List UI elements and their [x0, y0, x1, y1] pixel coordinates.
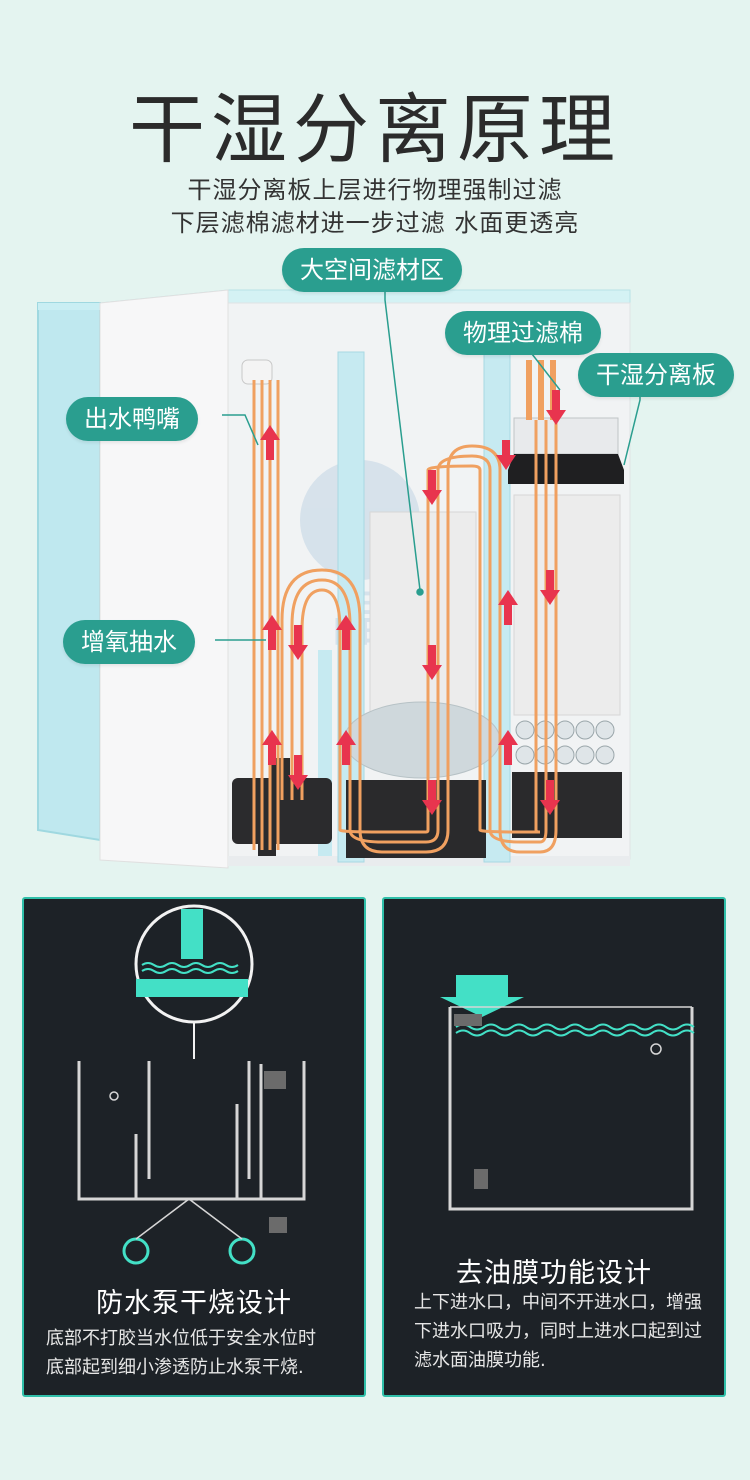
feature-left-desc-1: 底部不打胶当水位低于安全水位时	[46, 1328, 316, 1349]
label-large-media-area: 大空间滤材区	[282, 248, 462, 292]
label-physical-filter-cotton: 物理过滤棉	[445, 311, 601, 355]
feature-panel-dry-burn: 防水泵干烧设计 底部不打胶当水位低于安全水位时 底部起到细小渗透防止水泵干烧.	[22, 897, 366, 1397]
filter-sponge-block	[369, 511, 477, 713]
feature-right-desc-1: 上下进水口，中间不开进水口，增强	[414, 1292, 702, 1313]
filter-cotton	[513, 417, 619, 455]
feature-panel-oil-film: 去油膜功能设计 上下进水口，中间不开进水口，增强 下进水口吸力，同时上进水口起到…	[382, 897, 726, 1397]
tank-side-glass	[37, 302, 101, 842]
ceramic-ring-bag	[343, 701, 501, 779]
feature-right-title: 去油膜功能设计	[456, 1258, 652, 1289]
subtitle-line-2: 下层滤棉滤材进一步过滤 水面更透亮	[170, 209, 580, 237]
oil-film-diagram	[440, 975, 695, 1211]
tank-front-panel	[99, 289, 229, 869]
filter-tank-diagram: 晶	[37, 289, 641, 869]
subtitle-line-1: 干湿分离板上层进行物理强制过滤	[187, 176, 563, 204]
outlet-nozzle	[241, 359, 273, 385]
water-pump	[232, 778, 332, 844]
flow-arrows	[260, 390, 566, 815]
label-oxygenation-pump: 增氧抽水	[63, 620, 195, 664]
feature-left-desc-2: 底部起到细小渗透防止水泵干烧.	[46, 1357, 304, 1378]
filter-sponge-block-right	[513, 494, 621, 716]
dry-burn-diagram	[77, 904, 306, 1265]
feature-right-desc-3: 滤水面油膜功能.	[414, 1350, 546, 1371]
water-flow-lines	[252, 380, 558, 854]
page-title: 干湿分离原理	[129, 85, 621, 174]
separator-plate	[508, 454, 624, 484]
label-outlet-nozzle: 出水鸭嘴	[66, 397, 198, 441]
feature-left-title: 防水泵干烧设计	[96, 1288, 292, 1319]
label-dry-wet-separator: 干湿分离板	[578, 353, 734, 397]
black-sponge-middle	[346, 780, 486, 858]
feature-right-desc-2: 下进水口吸力，同时上进水口起到过	[414, 1321, 702, 1342]
black-sponge-right	[512, 772, 622, 838]
